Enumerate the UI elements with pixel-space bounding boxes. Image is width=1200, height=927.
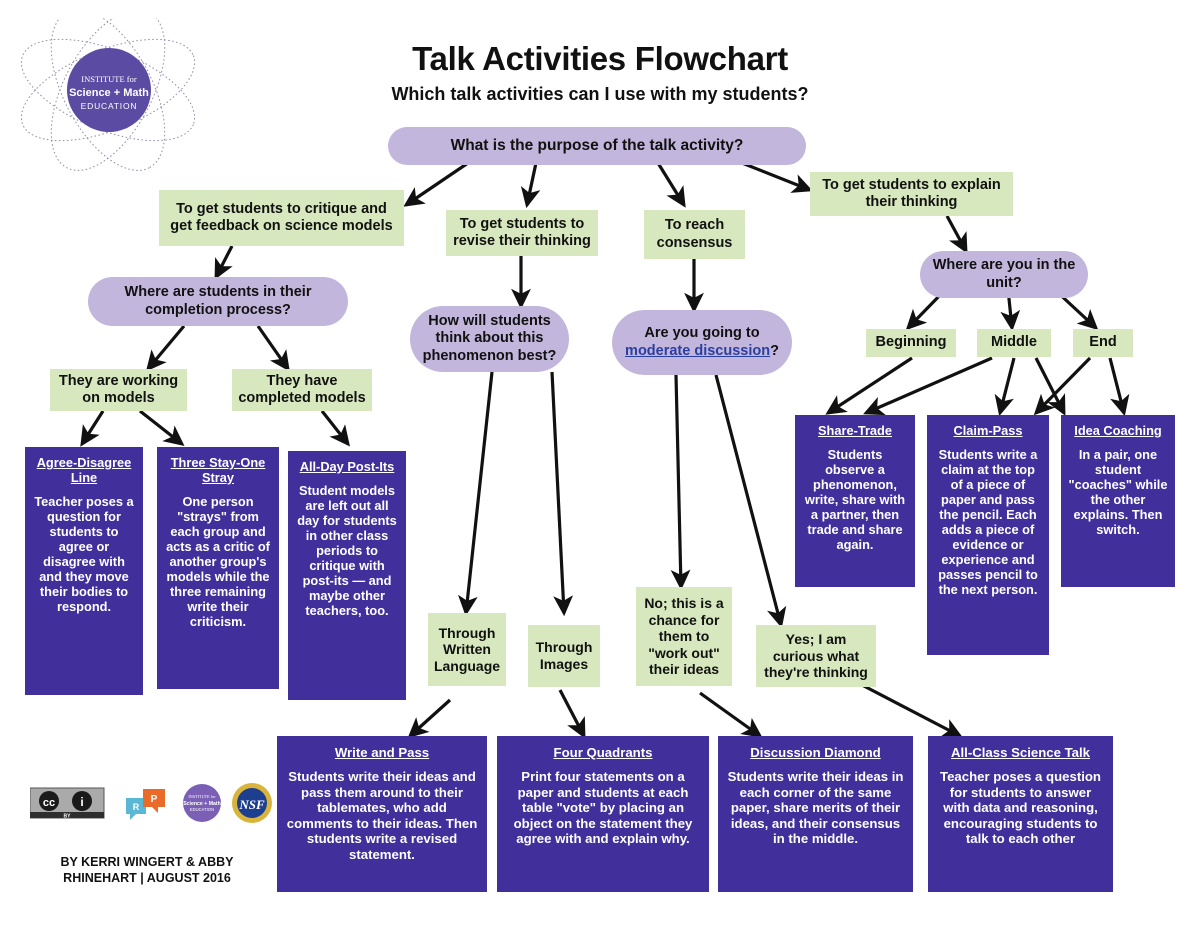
activity-card-four-quadrants[interactable]: Four Quadrants Print four statements on …	[497, 736, 709, 892]
option-reach-consensus[interactable]: To reach consensus	[644, 210, 745, 259]
moderate-prefix: Are you going to	[644, 325, 760, 342]
card-body: Students write their ideas and pass them…	[286, 769, 478, 862]
card-body: Students write a claim at the top of a p…	[938, 446, 1038, 597]
card-body: Print four statements on a paper and stu…	[513, 769, 693, 847]
option-completed-models[interactable]: They have completed models	[232, 369, 372, 411]
nsf-badge: NSF	[232, 783, 272, 823]
logo-line1: INSTITUTE for	[81, 74, 137, 84]
credit-line-1: BY KERRI WINGERT & ABBY	[60, 855, 234, 869]
option-through-written-language[interactable]: Through Written Language	[428, 613, 506, 686]
option-explain-thinking[interactable]: To get students to explain their thinkin…	[810, 172, 1013, 216]
activity-card-all-day-post-its[interactable]: All-Day Post-Its Student models are left…	[288, 451, 406, 700]
institute-science-math-education-badge: INSTITUTE for Science + Math EDUCATION	[183, 784, 221, 822]
svg-text:NSF: NSF	[238, 797, 265, 812]
option-through-images[interactable]: Through Images	[528, 625, 600, 687]
moderate-discussion-link[interactable]: moderate discussion	[625, 342, 771, 359]
card-body: Students write their ideas in each corne…	[727, 769, 904, 847]
activity-card-share-trade[interactable]: Share-Trade Students observe a phenomeno…	[795, 415, 915, 587]
card-body: Student models are left out all day for …	[297, 482, 397, 618]
credit-line-2: RHINEHART | AUGUST 2016	[63, 870, 231, 885]
decision-moderate-discussion[interactable]: Are you going to moderate discussion?	[612, 310, 792, 375]
svg-text:BY: BY	[64, 814, 72, 820]
research-practice-badge: R P	[126, 789, 165, 820]
activity-card-claim-pass[interactable]: Claim-Pass Students write a claim at the…	[927, 415, 1049, 655]
option-unit-beginning[interactable]: Beginning	[866, 329, 956, 357]
option-revise-thinking[interactable]: To get students to revise their thinking	[446, 210, 598, 256]
svg-text:P: P	[151, 794, 158, 805]
logo-line3: EDUCATION	[81, 101, 138, 111]
card-title: Three Stay-One Stray	[170, 455, 266, 485]
option-unit-end[interactable]: End	[1073, 329, 1133, 357]
page-title: Talk Activities Flowchart	[412, 40, 788, 77]
card-title: All-Class Science Talk	[950, 745, 1091, 760]
decision-completion-process[interactable]: Where are students in their completion p…	[88, 277, 348, 326]
decision-where-in-unit[interactable]: Where are you in the unit?	[920, 251, 1088, 298]
page-subtitle: Which talk activities can I use with my …	[391, 84, 809, 104]
decision-purpose[interactable]: What is the purpose of the talk activity…	[388, 127, 806, 165]
svg-text:Science + Math: Science + Math	[183, 801, 221, 807]
svg-text:cc: cc	[43, 797, 55, 809]
activity-card-idea-coaching[interactable]: Idea Coaching In a pair, one student "co…	[1061, 415, 1175, 587]
option-unit-middle[interactable]: Middle	[977, 329, 1051, 357]
option-yes-curious[interactable]: Yes; I am curious what they're thinking	[756, 625, 876, 687]
activity-card-discussion-diamond[interactable]: Discussion Diamond Students write their …	[718, 736, 913, 892]
card-title: Four Quadrants	[553, 745, 653, 760]
option-no-work-out-ideas[interactable]: No; this is a chance for them to "work o…	[636, 587, 732, 686]
option-working-on-models[interactable]: They are working on models	[50, 369, 187, 411]
svg-text:INSTITUTE for: INSTITUTE for	[188, 794, 216, 799]
decision-think-about-phenomenon[interactable]: How will students think about this pheno…	[410, 306, 569, 372]
footer-badges: cc i BY R P INSTITUTE for Science + Math	[29, 782, 280, 832]
activity-card-write-and-pass[interactable]: Write and Pass Students write their idea…	[277, 736, 487, 892]
card-body: Teacher poses a question for students to…	[940, 769, 1101, 847]
card-title: Agree-Disagree Line	[36, 455, 132, 485]
creative-commons-by-badge: cc i BY	[29, 787, 105, 820]
activity-card-three-stay-one-stray[interactable]: Three Stay-One Stray One person "strays"…	[157, 447, 279, 689]
card-title: Idea Coaching	[1074, 423, 1162, 438]
card-title: Write and Pass	[334, 745, 430, 760]
logo-line2: Science + Math	[69, 87, 149, 99]
moderate-suffix: ?	[770, 342, 779, 359]
card-title: All-Day Post-Its	[299, 459, 395, 474]
svg-text:R: R	[133, 802, 140, 812]
credit-text: BY KERRI WINGERT & ABBY RHINEHART | AUGU…	[22, 855, 272, 886]
activity-card-all-class-science-talk[interactable]: All-Class Science Talk Teacher poses a q…	[928, 736, 1113, 892]
activity-card-agree-disagree-line[interactable]: Agree-Disagree Line Teacher poses a ques…	[25, 447, 143, 695]
card-title: Claim-Pass	[953, 423, 1023, 438]
card-body: Students observe a phenomenon, write, sh…	[804, 446, 906, 552]
card-body: Teacher poses a question for students to…	[34, 493, 134, 614]
svg-text:i: i	[80, 795, 83, 809]
option-critique-models[interactable]: To get students to critique and get feed…	[159, 190, 404, 246]
institute-logo: INSTITUTE for Science + Math EDUCATION	[8, 9, 218, 173]
card-title: Discussion Diamond	[750, 745, 881, 760]
card-body: One person "strays" from each group and …	[166, 493, 270, 629]
card-title: Share-Trade	[818, 423, 892, 438]
svg-text:EDUCATION: EDUCATION	[190, 807, 214, 812]
card-body: In a pair, one student "coaches" while t…	[1068, 446, 1168, 537]
